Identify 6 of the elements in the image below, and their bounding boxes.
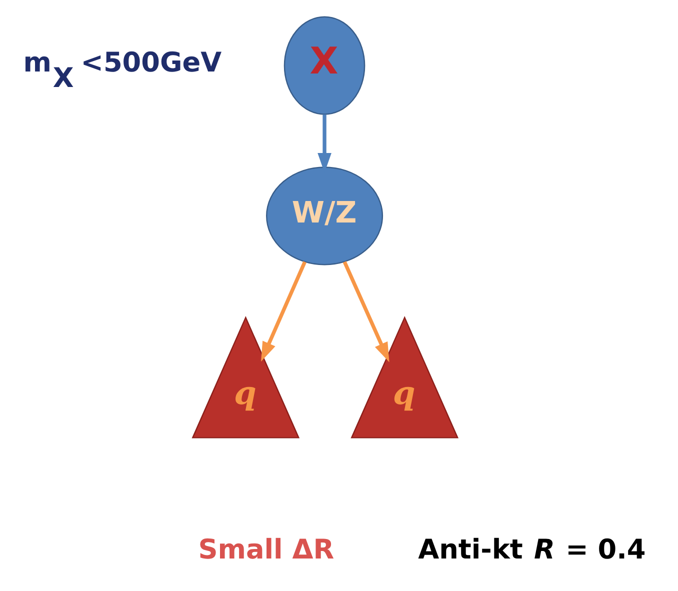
label: Anti-kt R = 0.4: [418, 534, 646, 566]
arrow: [342, 260, 390, 362]
label: Small ΔR: [198, 534, 334, 566]
node-ellipse: X: [284, 16, 366, 114]
node-ellipse: W/Z: [266, 166, 384, 265]
arrow: [260, 260, 307, 362]
